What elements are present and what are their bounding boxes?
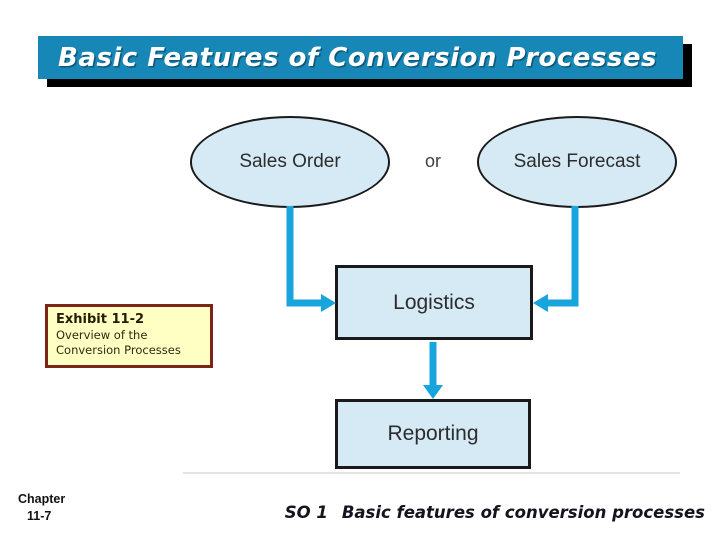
node-logistics-label: Logistics (393, 290, 475, 314)
chapter-label: Chapter (18, 492, 66, 506)
arrow-sales-forecast-to-logistics (548, 206, 579, 307)
node-logistics: Logistics (335, 265, 533, 340)
so-reference: SO 1 Basic features of conversion process… (285, 503, 705, 522)
or-label: or (424, 151, 441, 171)
arrowhead-left-icon (533, 294, 548, 312)
arrowhead-right-icon (321, 294, 336, 312)
so-text: Basic features of conversion processes (341, 503, 705, 522)
arrowhead-down-icon (423, 385, 443, 399)
title-banner: Basic Features of Conversion Processes (38, 36, 683, 79)
arrow-sales-order-to-logistics (286, 206, 321, 307)
node-reporting-label: Reporting (387, 422, 479, 445)
slide-title: Basic Features of Conversion Processes (58, 42, 657, 73)
chapter-number: 11-7 (27, 509, 52, 523)
diagram-baseline (183, 472, 680, 474)
so-label: SO 1 (284, 503, 328, 522)
node-sales-order: Sales Order (190, 116, 390, 208)
exhibit-note-title: Exhibit 11-2 (56, 312, 145, 327)
chapter-block: Chapter 11-7 (18, 491, 65, 525)
exhibit-note-line: Conversion Processes (56, 343, 181, 357)
exhibit-note: Exhibit 11-2 Overview of the Conversion … (45, 304, 213, 368)
node-sales-forecast-label: Sales Forecast (513, 151, 641, 172)
node-reporting: Reporting (335, 399, 531, 469)
exhibit-note-line: Overview of the (56, 328, 148, 342)
node-sales-forecast: Sales Forecast (477, 116, 677, 208)
node-sales-order-label: Sales Order (239, 151, 341, 172)
